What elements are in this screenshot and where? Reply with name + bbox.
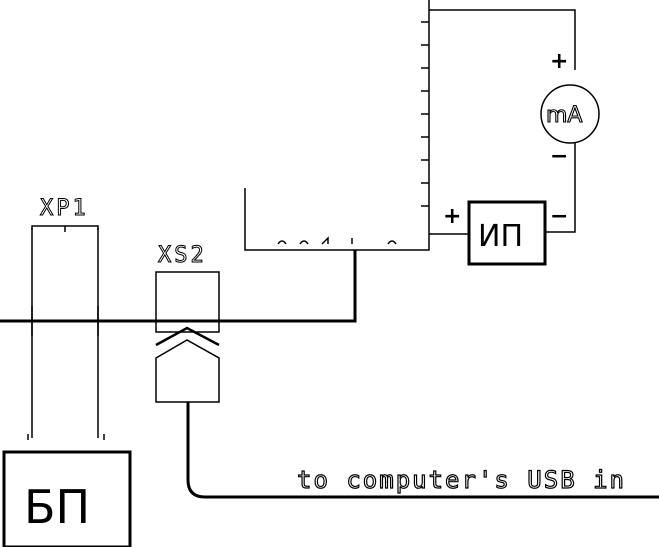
wire-ma-to-source [545,143,576,233]
wire-main-bus [0,250,357,323]
usb-cable [186,402,659,499]
current-source: ИП + − [443,200,568,266]
wire-top-to-ma [429,9,576,70]
milliammeter-label: mA [546,103,582,128]
power-supply-label: БП [24,480,90,534]
module-board [244,0,430,251]
xp1-label: XP1 [40,196,89,221]
usb-note: to computer's USB in [297,466,626,494]
connector-xp1: XP1 [31,196,99,438]
source-plus-sign: + [443,204,461,229]
current-source-label: ИП [478,219,523,254]
milliammeter: mA + − [540,49,600,169]
power-supply: БП [2,434,132,547]
source-minus-sign: − [550,204,568,229]
connector-xs2: XS2 [155,243,659,499]
xs2-label: XS2 [158,243,207,268]
ma-plus-sign: + [550,49,568,74]
ma-minus-sign: − [550,144,568,169]
pin-label-remnants [277,236,397,245]
